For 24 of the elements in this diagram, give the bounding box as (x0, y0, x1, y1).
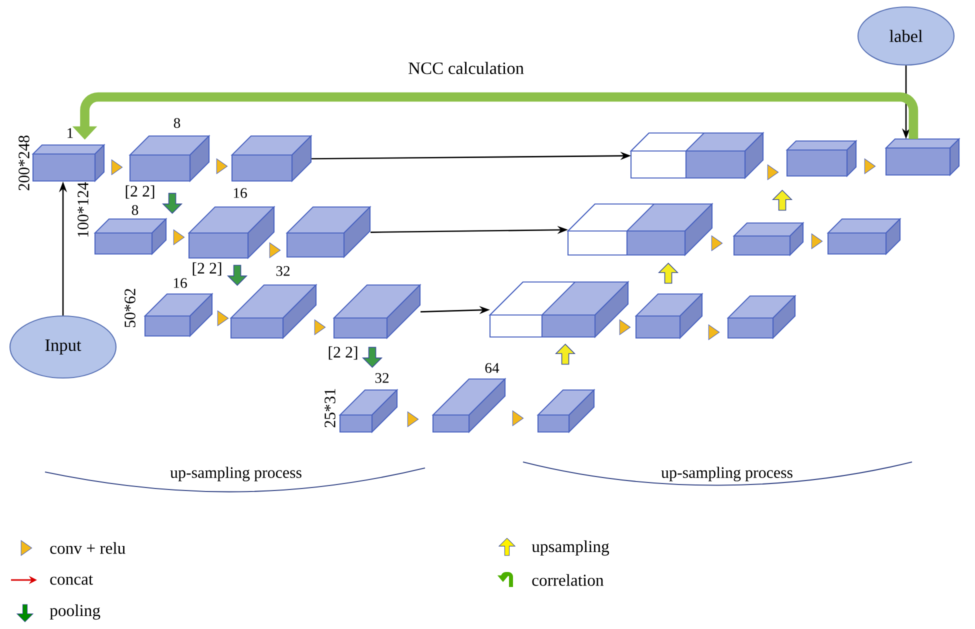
dimension-label: 50*62 (124, 288, 136, 328)
channel-number: 32 (375, 373, 389, 383)
edge-label: [2 2] (192, 262, 222, 276)
legend-text: conv + relu (50, 542, 126, 554)
section-label: up-sampling process (661, 466, 792, 482)
channel-number: 8 (174, 118, 180, 128)
legend-text: concat (50, 575, 93, 585)
legend-text: upsampling (532, 540, 610, 556)
legend-text: correlation (532, 574, 604, 586)
channel-number: 32 (276, 266, 290, 276)
conv-triangle (407, 411, 419, 428)
dimension-label: 100*124 (78, 182, 88, 237)
channel-number: 16 (234, 188, 247, 198)
section-label: up-sampling process (170, 466, 302, 482)
edge-label: [2 2] (328, 346, 358, 360)
ellipse-node: label (857, 6, 955, 66)
edge-label: NCC calculation (406, 60, 526, 76)
channel-number: 8 (132, 205, 138, 215)
channel-number: 16 (174, 278, 187, 288)
channel-number: 1 (68, 128, 73, 138)
ellipse-node: Input (9, 315, 117, 379)
channel-number: 64 (485, 363, 500, 373)
legend-text: pooling (50, 604, 100, 620)
edge-label: [2 2] (126, 185, 154, 199)
